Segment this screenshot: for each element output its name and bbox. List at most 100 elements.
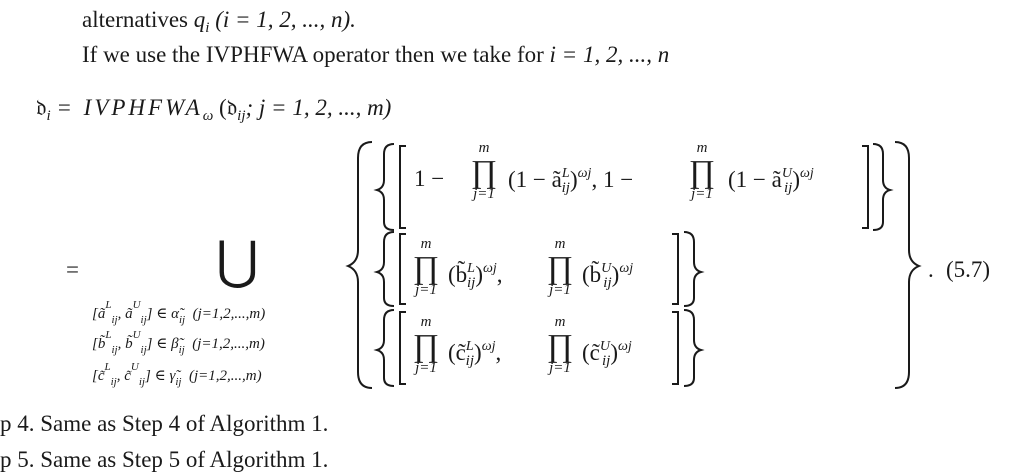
math-args: (𝔡 bbox=[219, 95, 238, 120]
row3-left-bracket bbox=[399, 311, 406, 385]
prod-sym: ∏ bbox=[546, 249, 574, 285]
prod-lower: j=1 bbox=[473, 186, 495, 202]
sub: ij bbox=[466, 275, 476, 291]
cond-text: [b̃ bbox=[92, 336, 106, 352]
term-text: (1 − ã bbox=[508, 167, 562, 192]
sup: ωj bbox=[799, 166, 814, 181]
sup: U bbox=[599, 339, 610, 354]
row1-term-3: (1 − ãUij)ωj bbox=[728, 167, 814, 196]
sub: ij bbox=[603, 275, 612, 291]
sub: ij bbox=[179, 314, 186, 326]
cond-text: [ã bbox=[92, 306, 106, 322]
sup: U bbox=[781, 166, 792, 181]
term-text: (b̃ bbox=[582, 262, 602, 287]
sub: ij bbox=[111, 344, 118, 356]
step-5-text: p 5. Same as Step 5 of Algorithm 1. bbox=[0, 447, 329, 472]
product-symbol: m ∏ j=1 bbox=[464, 140, 504, 202]
cond-tail: (j=1,2,...,m) bbox=[192, 336, 265, 352]
union-condition-2: [b̃Lij, b̃Uij] ∈ β̃ij (j=1,2,...,m) bbox=[92, 330, 265, 356]
row3-term-2: (c̃Uij)ωj bbox=[582, 340, 632, 369]
sub: ij bbox=[602, 353, 611, 369]
prod-upper: m bbox=[554, 236, 566, 252]
sup: ωj bbox=[481, 339, 496, 354]
sub: ij bbox=[111, 314, 118, 326]
sub: ij bbox=[175, 376, 182, 388]
sub: ij bbox=[110, 376, 117, 388]
term-text: ) bbox=[475, 262, 483, 287]
sup: ωj bbox=[618, 339, 632, 354]
cond-text: , b̃ bbox=[117, 336, 133, 352]
prod-upper: m bbox=[696, 140, 708, 156]
cond-text: , ã bbox=[117, 306, 133, 322]
sup: L bbox=[104, 361, 111, 373]
term-text: (1 − ã bbox=[728, 167, 782, 192]
union-condition-3: [c̃Lij, c̃Uij] ∈ γ̃ij (j=1,2,...,m) bbox=[92, 362, 262, 388]
product-symbol: m ∏ j=1 bbox=[406, 236, 446, 298]
prod-sym: ∏ bbox=[470, 153, 498, 189]
row3-right-brace bbox=[683, 309, 705, 387]
text-fragment: If we use the IVPHFWA operator then we t… bbox=[82, 42, 550, 67]
equation-line-1: 𝔡i = IVPHFWAω (𝔡ij; j = 1, 2, ..., m) bbox=[36, 96, 391, 124]
term-text: , bbox=[496, 262, 503, 287]
prod-upper: m bbox=[478, 140, 490, 156]
sup: L bbox=[561, 166, 570, 181]
prod-lower: j=1 bbox=[549, 360, 571, 376]
equals-sign: = bbox=[66, 257, 79, 282]
prod-sym: ∏ bbox=[546, 327, 574, 363]
cond-tail: (j=1,2,...,m) bbox=[192, 306, 266, 322]
outer-right-brace bbox=[894, 141, 922, 389]
sup: U bbox=[132, 299, 141, 311]
math-sub: i bbox=[46, 108, 51, 124]
cond-text: ] ∈ γ̃ bbox=[145, 368, 176, 384]
sub: ij bbox=[178, 344, 185, 356]
prod-lower: j=1 bbox=[415, 360, 437, 376]
row3-right-bracket bbox=[672, 311, 679, 385]
sup: L bbox=[105, 329, 112, 341]
term-text: , bbox=[495, 340, 502, 365]
row2-left-bracket bbox=[399, 233, 406, 305]
product-symbol: m ∏ j=1 bbox=[540, 314, 580, 376]
prod-lower: j=1 bbox=[549, 282, 571, 298]
term-text: ) bbox=[611, 262, 620, 287]
row2-right-bracket bbox=[672, 233, 679, 305]
term-text: (c̃ bbox=[448, 340, 466, 365]
math-sub: ij bbox=[237, 108, 246, 124]
text-fragment: alternatives bbox=[82, 7, 194, 32]
term-text: ) bbox=[792, 167, 800, 192]
row2-right-brace bbox=[683, 231, 705, 307]
sub: ij bbox=[783, 180, 793, 196]
product-symbol: m ∏ j=1 bbox=[540, 236, 580, 298]
sup: L bbox=[105, 299, 112, 311]
row2-term-2: (b̃Uij)ωj bbox=[582, 262, 633, 291]
term-text: ) bbox=[569, 167, 578, 192]
prod-upper: m bbox=[420, 314, 432, 330]
term-text: ) bbox=[474, 340, 482, 365]
cond-tail: (j=1,2,...,m) bbox=[188, 368, 262, 384]
row1-right-brace bbox=[872, 143, 894, 231]
text-line-operator: If we use the IVPHFWA operator then we t… bbox=[82, 43, 669, 66]
math-range: (i = 1, 2, ..., n). bbox=[215, 7, 356, 32]
row2-left-brace bbox=[373, 231, 395, 307]
sup: L bbox=[467, 261, 475, 276]
prod-sym: ∏ bbox=[688, 153, 716, 189]
row1-term-2: (1 − ãLij)ωj, 1 − bbox=[508, 167, 633, 196]
sup: ωj bbox=[619, 261, 634, 276]
prod-sym: ∏ bbox=[412, 327, 440, 363]
row1-term-1: 1 − bbox=[414, 166, 445, 191]
term-text: (b̃ bbox=[448, 262, 468, 287]
sup: ωj bbox=[482, 261, 497, 276]
prod-lower: j=1 bbox=[691, 186, 713, 202]
sub: ij bbox=[140, 344, 147, 356]
cond-text: ] ∈ α̃ bbox=[146, 306, 179, 322]
cond-text: , c̃ bbox=[116, 368, 131, 384]
row1-left-brace bbox=[373, 143, 395, 231]
prod-sym: ∏ bbox=[412, 249, 440, 285]
term-text: (c̃ bbox=[582, 340, 600, 365]
math-range: i = 1, 2, ..., n bbox=[549, 42, 670, 67]
text-line-alternatives: alternatives qi (i = 1, 2, ..., n). bbox=[82, 8, 356, 36]
math-q: q bbox=[193, 7, 206, 32]
sup: U bbox=[601, 261, 612, 276]
math-sub: ω bbox=[202, 108, 214, 124]
sub: ij bbox=[138, 376, 145, 388]
